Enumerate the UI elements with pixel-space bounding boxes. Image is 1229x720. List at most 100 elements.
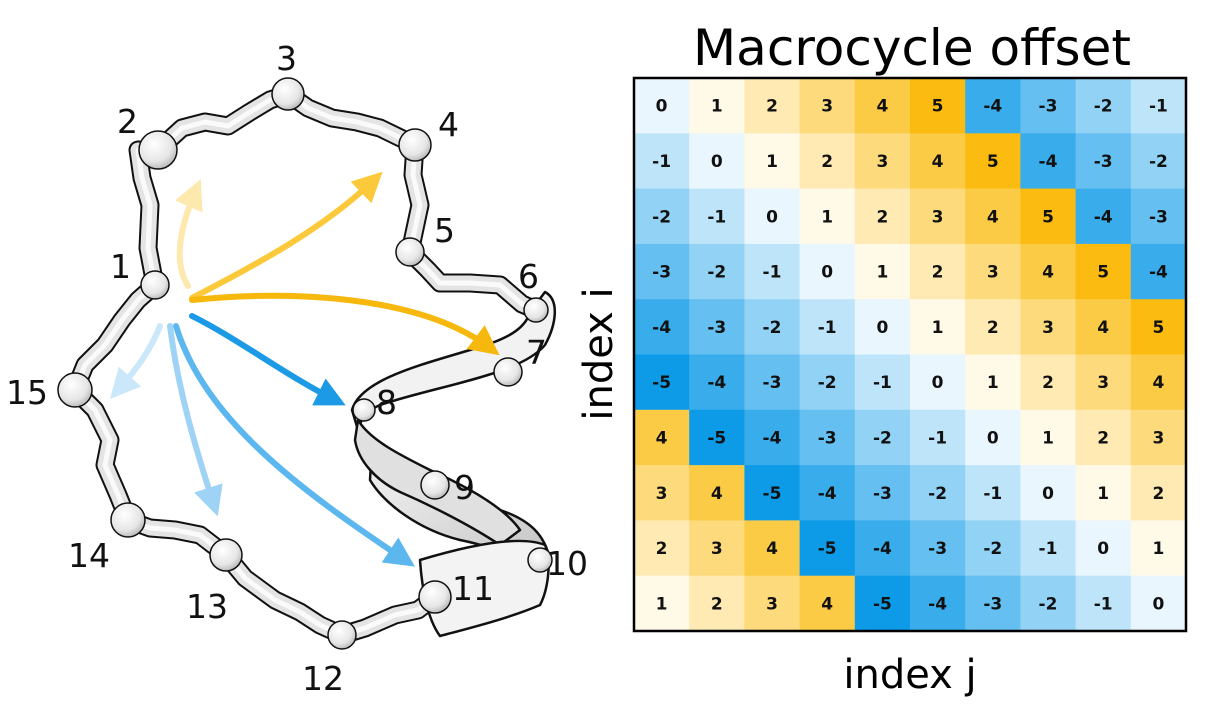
heatmap-cell-label: -3: [763, 373, 782, 393]
heatmap-cell: [854, 465, 911, 521]
heatmap-cell: [1020, 78, 1077, 134]
heatmap-cell: [1020, 133, 1077, 190]
residue-label-13: 13: [186, 587, 228, 626]
heatmap-cell: [965, 78, 1021, 134]
heatmap-cell-label: 1: [821, 207, 833, 227]
heatmap-cell-label: 4: [711, 484, 723, 504]
heatmap-cell-label: -3: [873, 484, 892, 504]
heatmap-cell: [689, 465, 745, 521]
heatmap-cell-label: 1: [656, 594, 668, 614]
heatmap-cell-label: -4: [1149, 263, 1168, 283]
heatmap-cell: [910, 465, 966, 521]
heatmap-cell-label: 2: [766, 97, 778, 117]
heatmap-cell: [689, 133, 745, 190]
heatmap-cell-label: 4: [821, 594, 833, 614]
heatmap-cell-label: -2: [983, 539, 1002, 559]
heatmap-cell: [854, 188, 911, 245]
heatmap-cell: [744, 133, 801, 190]
heatmap-cell-label: 2: [876, 207, 888, 227]
heatmap-cell: [1075, 354, 1132, 411]
heatmap-cell: [965, 465, 1021, 521]
residue-labels: 1 2 3 4 5 6 7 8 9 10 11 12 13 14 15: [6, 39, 588, 698]
residue-bead: [209, 538, 243, 572]
heatmap-cell-label: 4: [932, 152, 944, 172]
heatmap-cell: [689, 354, 745, 411]
heatmap-cell: [689, 520, 745, 577]
heatmap-cell: [1130, 299, 1187, 356]
residue-label-15: 15: [6, 373, 48, 412]
heatmap-cell: [1020, 243, 1077, 300]
heatmap-cell: [1075, 188, 1132, 245]
heatmap-cell: [744, 575, 801, 632]
heatmap-cell: [965, 575, 1021, 632]
heatmap-cell: [910, 409, 966, 466]
heatmap-cell-label: -3: [818, 428, 837, 448]
heatmap-cell-label: -4: [873, 539, 892, 559]
heatmap-cell-label: -2: [928, 484, 947, 504]
heatmap-cell: [1130, 409, 1187, 466]
arrow-to-residue-2: [175, 179, 203, 289]
heatmap-cell: [854, 575, 911, 632]
heatmap-cell-label: 1: [987, 373, 999, 393]
heatmap-cell: [634, 188, 690, 245]
heatmap-cell: [854, 409, 911, 466]
residue-bead: [271, 77, 305, 111]
heatmap-cell-label: 3: [1042, 318, 1054, 338]
arrow-to-residue-11: [173, 323, 415, 567]
heatmap-cell-label: -1: [1149, 97, 1168, 117]
heatmap-cell: [965, 133, 1021, 190]
heatmap-cell-label: 3: [711, 539, 723, 559]
residue-label-12: 12: [302, 659, 344, 698]
heatmap-cell: [910, 575, 966, 632]
heatmap-cell: [910, 243, 966, 300]
heatmap-cell-label: 0: [766, 207, 778, 227]
heatmap-cell: [1075, 299, 1132, 356]
arrow-to-residue-4: [189, 171, 383, 301]
heatmap-cell: [634, 354, 690, 411]
heatmap-cell: [1075, 465, 1132, 521]
heatmap-cell-label: -3: [1149, 207, 1168, 227]
heatmap-cell: [744, 354, 801, 411]
residue-bead: [493, 357, 523, 387]
heatmap-cell: [1020, 299, 1077, 356]
heatmap-cell-label: -1: [707, 207, 726, 227]
heatmap-cell: [854, 133, 911, 190]
residue-bead: [110, 502, 146, 538]
heatmap-cell: [1020, 520, 1077, 577]
heatmap-cell: [910, 520, 966, 577]
heatmap-cell: [965, 520, 1021, 577]
heatmap-cell-label: 4: [1042, 263, 1054, 283]
residue-label-1: 1: [110, 247, 131, 286]
heatmap-cell-label: 3: [987, 263, 999, 283]
residue-bead: [420, 470, 450, 500]
offset-arrows: [110, 171, 500, 567]
heatmap-cell-label: 2: [987, 318, 999, 338]
heatmap-cell-label: 5: [1152, 318, 1164, 338]
heatmap-cell: [689, 299, 745, 356]
heatmap-cell: [910, 188, 966, 245]
heatmap-cell: [634, 465, 690, 521]
residue-label-5: 5: [434, 211, 455, 250]
heatmap-cell: [1075, 409, 1132, 466]
heatmap-cell-label: 3: [821, 97, 833, 117]
heatmap-cell: [965, 299, 1021, 356]
heatmap-cell-label: 5: [987, 152, 999, 172]
heatmap-cell: [634, 133, 690, 190]
heatmap-cell-label: 0: [987, 428, 999, 448]
heatmap-cell: [1020, 409, 1077, 466]
heatmap-cell-label: -4: [928, 594, 947, 614]
heatmap-cell: [689, 243, 745, 300]
arrow-to-residue-7: [189, 292, 500, 356]
x-axis-label: index j: [843, 652, 976, 698]
residue-label-8: 8: [376, 383, 397, 422]
heatmap-cell-label: -5: [652, 373, 671, 393]
residue-label-10: 10: [546, 544, 588, 583]
residue-bead: [395, 237, 425, 267]
heatmap-cell-label: -2: [873, 428, 892, 448]
heatmap-cell-label: -1: [1094, 594, 1113, 614]
heatmap-cell: [854, 520, 911, 577]
residue-bead: [352, 398, 376, 422]
heatmap-cell: [744, 520, 801, 577]
residue-label-4: 4: [438, 105, 459, 144]
residue-bead: [527, 547, 553, 573]
